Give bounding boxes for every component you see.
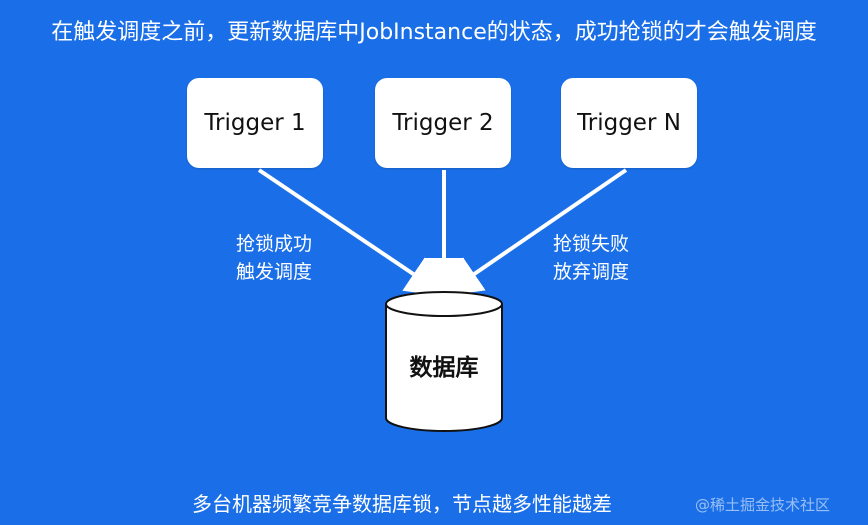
edge-label-success-line-2: 触发调度 [236,261,313,283]
database-cylinder-icon [385,291,503,432]
database-label: 数据库 [409,355,479,381]
arrow-trigger-1-to-database [257,168,447,297]
edge-label-fail-line-2: 放弃调度 [553,261,630,283]
edge-label-lock-success: 抢锁成功 触发调度 [236,230,312,286]
diagram-title: 在触发调度之前，更新数据库中JobInstance的状态，成功抢锁的才会触发调度 [51,20,817,45]
trigger-2-label: Trigger 2 [392,110,494,136]
edge-label-fail-line-1: 抢锁失败 [553,233,630,255]
trigger-n-label: Trigger N [577,110,681,136]
watermark: @稀土掘金技术社区 [695,496,831,514]
diagram-footer-note: 多台机器频繁竞争数据库锁，节点越多性能越差 [192,492,612,516]
trigger-1-node: Trigger 1 [187,78,323,168]
arrow-trigger-n-to-database [441,168,628,297]
trigger-1-label: Trigger 1 [204,110,306,136]
database-node: 数据库 [383,290,505,434]
edge-label-success-line-1: 抢锁成功 [236,233,313,255]
trigger-n-node: Trigger N [561,78,697,168]
trigger-2-node: Trigger 2 [375,78,511,168]
edge-label-lock-fail: 抢锁失败 放弃调度 [553,230,629,286]
